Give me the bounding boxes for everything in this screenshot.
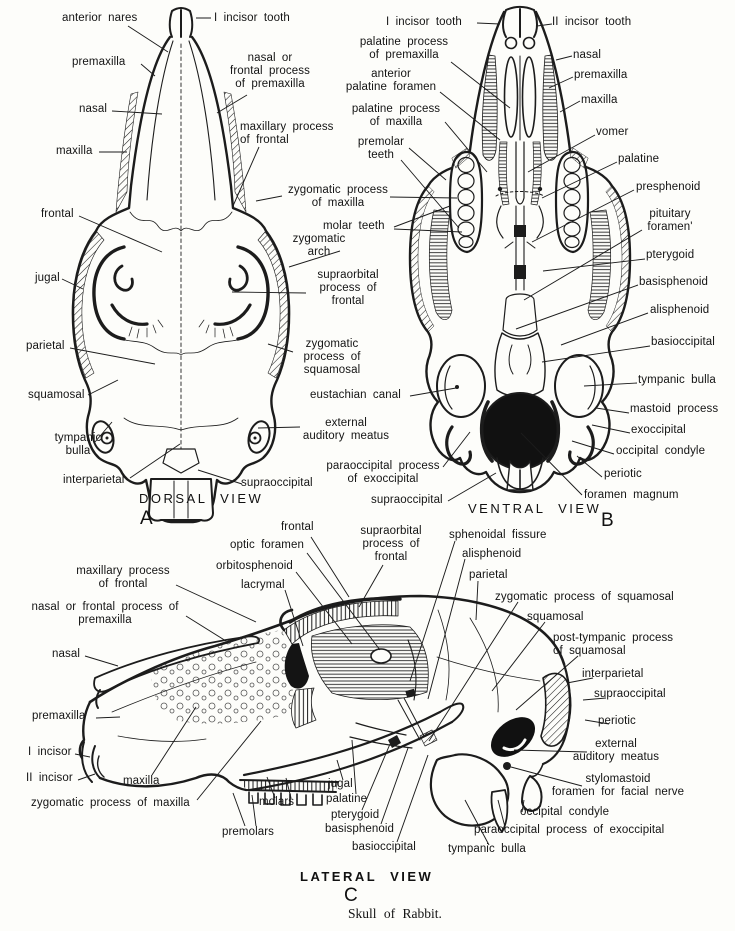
label-lateral-tympanic-bulla: tympanic bulla bbox=[448, 843, 526, 855]
label-ventral-alisphenoid: alisphenoid bbox=[650, 304, 710, 316]
label-dorsal-zygomatic-arch: zygomatic arch bbox=[292, 233, 346, 259]
label-lateral-zygomatic-process-of-maxilla: zygomatic process of maxilla bbox=[31, 797, 190, 809]
lateral-view-letter: C bbox=[344, 885, 358, 906]
label-dorsal-jugal: jugal bbox=[35, 272, 60, 284]
label-lateral-sphenoidal-fissure: sphenoidal fissure bbox=[449, 529, 547, 541]
label-dorsal-tympanic-bulla: tympanic bulla bbox=[54, 432, 102, 458]
label-ventral-pituitary-foramen: pituitary foramen' bbox=[647, 208, 693, 234]
ventral-view-title: VENTRAL VIEW bbox=[468, 501, 602, 516]
label-lateral-maxilla: maxilla bbox=[123, 775, 160, 787]
label-dorsal-supraoccipital: supraoccipital bbox=[241, 477, 313, 489]
label-ventral-premaxilla: premaxilla bbox=[574, 69, 628, 81]
label-lateral-zygomatic-process-of-squamosal: zygomatic process of squamosal bbox=[495, 591, 674, 603]
label-ventral-occipital-condyle: occipital condyle bbox=[616, 445, 706, 457]
lateral-skull-drawing bbox=[78, 594, 572, 833]
label-middle-molar-teeth: molar teeth bbox=[323, 220, 385, 232]
label-lateral-basisphenoid: basisphenoid bbox=[325, 823, 394, 835]
label-lateral-supraorbital-process-of-frontal: supraorbital process of frontal bbox=[360, 525, 422, 564]
label-middle-eustachian-canal: eustachian canal bbox=[310, 389, 401, 401]
label-dorsal-nasal: nasal bbox=[79, 103, 107, 115]
label-ventral-exoccipital: exoccipital bbox=[631, 424, 686, 436]
label-middle-zygomatic-process-of-squamosal: zygomatic process of squamosal bbox=[303, 338, 361, 377]
figure-caption: Skull of Rabbit. bbox=[348, 906, 442, 921]
label-ventral-vomer: vomer bbox=[596, 126, 629, 138]
label-middle-supraorbital-process-of-frontal: supraorbital process of frontal bbox=[317, 269, 379, 308]
label-ventral-basioccipital: basioccipital bbox=[651, 336, 715, 348]
label-lateral-nasal: nasal bbox=[52, 648, 80, 660]
label-lateral-basioccipital: basioccipital bbox=[352, 841, 416, 853]
label-ventral-maxilla: maxilla bbox=[581, 94, 618, 106]
label-ventral-nasal: nasal bbox=[573, 49, 601, 61]
label-lateral-occipital-condyle: occipital condyle bbox=[520, 806, 610, 818]
label-ventral-supraoccipital: supraoccipital bbox=[371, 494, 443, 506]
label-ventral-periotic: periotic bbox=[604, 468, 642, 480]
label-ventral-ii-incisor-tooth: II incisor tooth bbox=[552, 16, 632, 28]
leaders-dorsal bbox=[61, 17, 471, 485]
label-ventral-i-incisor-tooth: I incisor tooth bbox=[386, 16, 462, 28]
label-lateral-frontal: frontal bbox=[281, 521, 314, 533]
label-ventral-premolar-teeth: premolar teeth bbox=[357, 136, 405, 162]
label-lateral-external-auditory-meatus: external auditory meatus bbox=[572, 738, 660, 764]
label-lateral-i-incisor: I incisor bbox=[28, 746, 72, 758]
lateral-view-title: LATERAL VIEW bbox=[300, 869, 434, 884]
label-lateral-periotic: periotic bbox=[598, 715, 636, 727]
label-lateral-nasal-or-frontal-process-of-premaxilla: nasal or frontal process of premaxilla bbox=[31, 601, 179, 627]
label-ventral-foramen-magnum: foramen magnum bbox=[584, 489, 679, 501]
label-ventral-palatine: palatine bbox=[618, 153, 660, 165]
label-lateral-premolars: premolars bbox=[222, 826, 275, 838]
leaders-lateral bbox=[74, 536, 610, 846]
label-lateral-ii-incisor: II incisor bbox=[26, 772, 73, 784]
label-lateral-optic-foramen: optic foramen bbox=[230, 539, 304, 551]
label-dorsal-parietal: parietal bbox=[26, 340, 65, 352]
label-lateral-paraoccipital-process-of-exoccipital: paraoccipital process of exoccipital bbox=[474, 824, 665, 836]
label-dorsal-maxilla: maxilla bbox=[56, 145, 93, 157]
ventral-view-letter: B bbox=[601, 510, 614, 531]
label-ventral-presphenoid: presphenoid bbox=[636, 181, 701, 193]
label-lateral-squamosal: squamosal bbox=[527, 611, 584, 623]
label-lateral-orbitosphenoid: orbitosphenoid bbox=[216, 560, 293, 572]
label-lateral-alisphenoid: alisphenoid bbox=[462, 548, 522, 560]
leaders-ventral bbox=[400, 22, 651, 502]
label-ventral-tympanic-bulla: tympanic bulla bbox=[638, 374, 716, 386]
label-middle-paraoccipital-process-of-exoccipital: paraoccipital process of exoccipital bbox=[326, 460, 440, 486]
label-dorsal-maxillary-process-of-frontal: maxillary process of frontal bbox=[240, 121, 334, 147]
label-lateral-stylomastoid-foramen-for-facial-nerve: stylomastoid foramen for facial nerve bbox=[551, 773, 685, 799]
label-ventral-palatine-process-of-maxilla: palatine process of maxilla bbox=[351, 103, 441, 129]
label-middle-external-auditory-meatus: external auditory meatus bbox=[302, 417, 390, 443]
label-lateral-supraoccipital: supraoccipital bbox=[594, 688, 666, 700]
dorsal-skull-drawing bbox=[71, 7, 291, 524]
label-lateral-parietal: parietal bbox=[469, 569, 508, 581]
label-dorsal-nasal-or-frontal-process-of-premaxilla: nasal or frontal process of premaxilla bbox=[230, 52, 310, 91]
label-lateral-molars: molars bbox=[259, 796, 295, 808]
leader-lines bbox=[61, 17, 651, 846]
label-lateral-premaxilla: premaxilla bbox=[32, 710, 86, 722]
label-dorsal-frontal: frontal bbox=[41, 208, 74, 220]
label-middle-zygomatic-process-of-maxilla: zygomatic process of maxilla bbox=[288, 184, 388, 210]
label-lateral-jugal: jugal bbox=[328, 778, 353, 790]
label-dorsal-i-incisor-tooth: I incisor tooth bbox=[214, 12, 290, 24]
label-ventral-palatine-process-of-premaxilla: palatine process of premaxilla bbox=[359, 36, 449, 62]
label-ventral-mastoid-process: mastoid process bbox=[630, 403, 719, 415]
dorsal-view-title: DORSAL VIEW bbox=[139, 491, 264, 506]
label-dorsal-premaxilla: premaxilla bbox=[72, 56, 126, 68]
label-dorsal-interparietal: interparietal bbox=[63, 474, 125, 486]
label-dorsal-anterior-nares: anterior nares bbox=[62, 12, 138, 24]
label-lateral-post-tympanic-process-of-squamosal: post-tympanic process of squamosal bbox=[553, 632, 674, 658]
label-dorsal-squamosal: squamosal bbox=[28, 389, 85, 401]
label-lateral-interparietal: interparietal bbox=[582, 668, 644, 680]
label-ventral-basisphenoid: basisphenoid bbox=[639, 276, 708, 288]
label-lateral-palatine: palatine bbox=[326, 793, 368, 805]
label-ventral-pterygoid: pterygoid bbox=[646, 249, 695, 261]
label-ventral-anterior-palatine-foramen: anterior palatine foramen bbox=[345, 68, 437, 94]
label-lateral-maxillary-process-of-frontal: maxillary process of frontal bbox=[76, 565, 170, 591]
label-lateral-pterygoid: pterygoid bbox=[331, 809, 380, 821]
dorsal-view-letter: A bbox=[140, 508, 153, 529]
label-lateral-lacrymal: lacrymal bbox=[241, 579, 285, 591]
